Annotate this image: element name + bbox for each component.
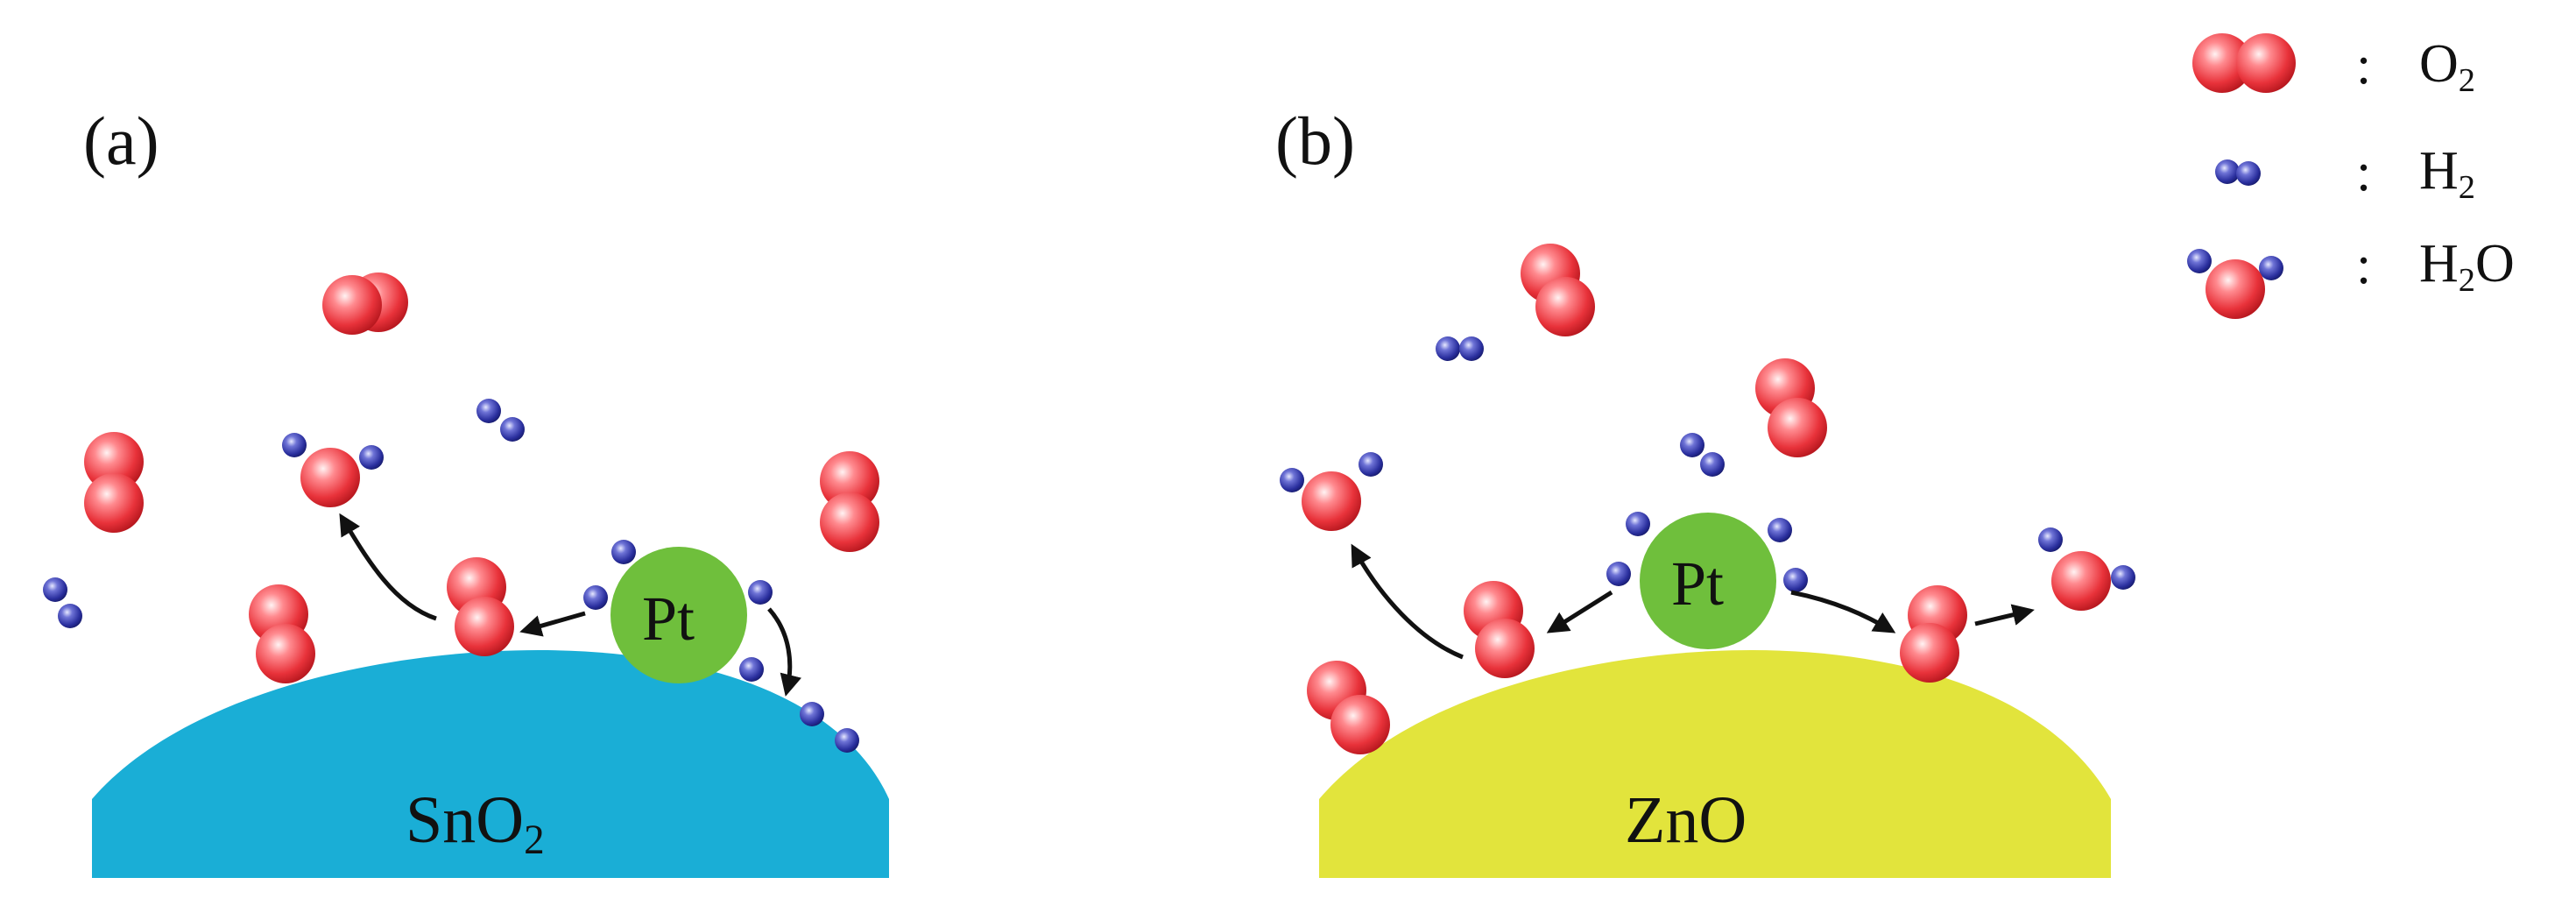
legend-label-h2o: H2O — [2419, 234, 2515, 299]
hydrogen-atom — [583, 540, 773, 682]
oxygen-molecule — [322, 272, 408, 335]
pt-label-b: Pt — [1671, 549, 1725, 619]
hydrogen-atom — [1606, 512, 1808, 592]
oxygen-molecule — [1464, 581, 1535, 678]
hydrogen-molecule — [1680, 433, 1725, 477]
legend-water-molecule-icon — [2187, 249, 2283, 319]
water-molecule — [282, 433, 384, 507]
sno2-label: SnO2 — [406, 783, 545, 864]
oxygen-molecule — [447, 557, 514, 656]
legend-separator: : — [2356, 143, 2372, 202]
reaction-arrow — [1790, 590, 1896, 633]
oxygen-molecule — [1521, 244, 1595, 336]
hydrogen-molecule — [1436, 336, 1484, 361]
oxygen-molecule — [1900, 585, 1967, 683]
hydrogen-molecule — [43, 577, 82, 628]
reaction-arrow — [519, 611, 586, 637]
legend-hydrogen-molecule-icon — [2215, 159, 2261, 186]
legend-separator: : — [2356, 36, 2372, 96]
reaction-arrow — [767, 607, 801, 697]
pt-catalyst-b — [1640, 513, 1776, 649]
sno2-substrate — [92, 650, 889, 878]
zno-substrate — [1319, 650, 2111, 878]
oxygen-molecule — [1307, 661, 1390, 754]
oxygen-molecule — [820, 451, 879, 552]
water-molecule — [1280, 452, 1383, 531]
legend-label-o2: O2 — [2419, 34, 2475, 99]
pt-catalyst-a — [610, 547, 747, 683]
pt-label-a: Pt — [642, 584, 695, 654]
legend-separator: : — [2356, 236, 2372, 295]
panel-label-a: (a) — [83, 103, 159, 179]
reaction-arrow — [339, 513, 437, 621]
legend-oxygen-molecule-icon — [2192, 33, 2296, 93]
panel-label-b: (b) — [1275, 103, 1355, 179]
legend-label-h2: H2 — [2419, 141, 2475, 206]
reaction-arrow — [1974, 604, 2035, 626]
oxygen-molecule — [84, 432, 144, 533]
reaction-arrow — [1546, 590, 1613, 633]
zno-label: ZnO — [1625, 783, 1747, 857]
water-molecule — [2038, 527, 2135, 611]
hydrogen-molecule — [476, 399, 525, 442]
oxygen-molecule — [1755, 358, 1827, 457]
hydrogen-molecule — [800, 702, 859, 753]
reaction-arrow — [1351, 543, 1464, 660]
oxygen-molecule — [249, 584, 315, 683]
